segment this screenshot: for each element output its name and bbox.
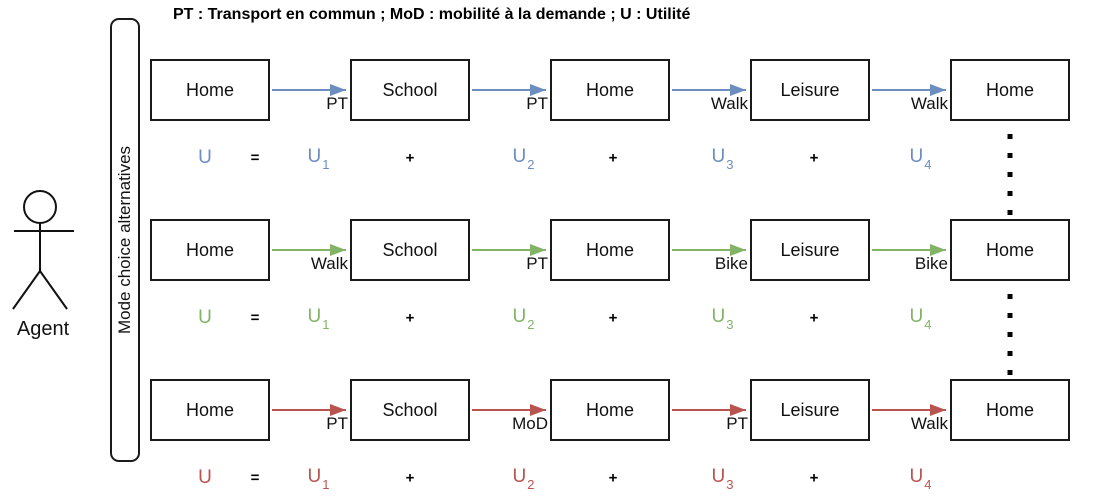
activity-box-home: Home (950, 379, 1070, 441)
mode-label-pt: PT (526, 254, 548, 273)
equation-term: U1 (307, 306, 330, 332)
mode-label-walk: Walk (310, 254, 348, 273)
mode-choice-bar: Mode choice alternatives (110, 18, 140, 462)
activity-box-home: Home (550, 219, 670, 281)
activity-box-home: Home (950, 219, 1070, 281)
activity-box-home: Home (550, 379, 670, 441)
activity-box-leisure: Leisure (750, 379, 870, 441)
activity-box-school: School (350, 59, 470, 121)
mode-label-pt: PT (326, 414, 348, 433)
activity-box-home: Home (150, 219, 270, 281)
equation-lhs: U (198, 467, 212, 488)
mode-label-pt: PT (326, 94, 348, 113)
equation-term: U2 (512, 466, 535, 492)
equation-plus: + (809, 469, 819, 487)
equation-plus: + (608, 149, 618, 167)
equation-term: U4 (909, 466, 932, 492)
equation-plus: + (405, 149, 415, 167)
equation-term: U1 (307, 466, 330, 492)
equation-term: U3 (711, 146, 734, 172)
agent-stick-figure-icon (12, 190, 74, 310)
equation-lhs: U (198, 307, 212, 328)
activity-box-home: Home (150, 59, 270, 121)
activity-box-school: School (350, 379, 470, 441)
equation-equals: = (250, 309, 260, 327)
activity-box-home: Home (150, 379, 270, 441)
mode-label-walk: Walk (910, 94, 948, 113)
mode-label-bike: Bike (714, 254, 748, 273)
equation-plus: + (809, 149, 819, 167)
mode-choice-bar-label: Mode choice alternatives (115, 145, 134, 335)
activity-box-leisure: Leisure (750, 219, 870, 281)
equation-term: U3 (711, 306, 734, 332)
mode-label-mod: MoD (512, 414, 548, 433)
mode-label-pt: PT (526, 94, 548, 113)
legend-title: PT : Transport en commun ; MoD : mobilit… (173, 6, 691, 23)
equation-term: U4 (909, 306, 932, 332)
equation-equals: = (250, 149, 260, 167)
equation-equals: = (250, 469, 260, 487)
equation-plus: + (405, 469, 415, 487)
equation-term: U1 (307, 146, 330, 172)
equation-plus: + (809, 309, 819, 327)
equation-lhs: U (198, 147, 212, 168)
mode-label-bike: Bike (914, 254, 948, 273)
mode-label-walk: Walk (710, 94, 748, 113)
equation-term: U3 (711, 466, 734, 492)
equation-term: U2 (512, 306, 535, 332)
mode-label-walk: Walk (910, 414, 948, 433)
equation-plus: + (608, 309, 618, 327)
activity-box-home: Home (550, 59, 670, 121)
equation-term: U2 (512, 146, 535, 172)
agent-label: Agent (16, 318, 70, 340)
equation-term: U4 (909, 146, 932, 172)
equation-plus: + (608, 469, 618, 487)
activity-box-school: School (350, 219, 470, 281)
equation-plus: + (405, 309, 415, 327)
activity-box-home: Home (950, 59, 1070, 121)
mode-label-pt: PT (726, 414, 748, 433)
activity-box-leisure: Leisure (750, 59, 870, 121)
